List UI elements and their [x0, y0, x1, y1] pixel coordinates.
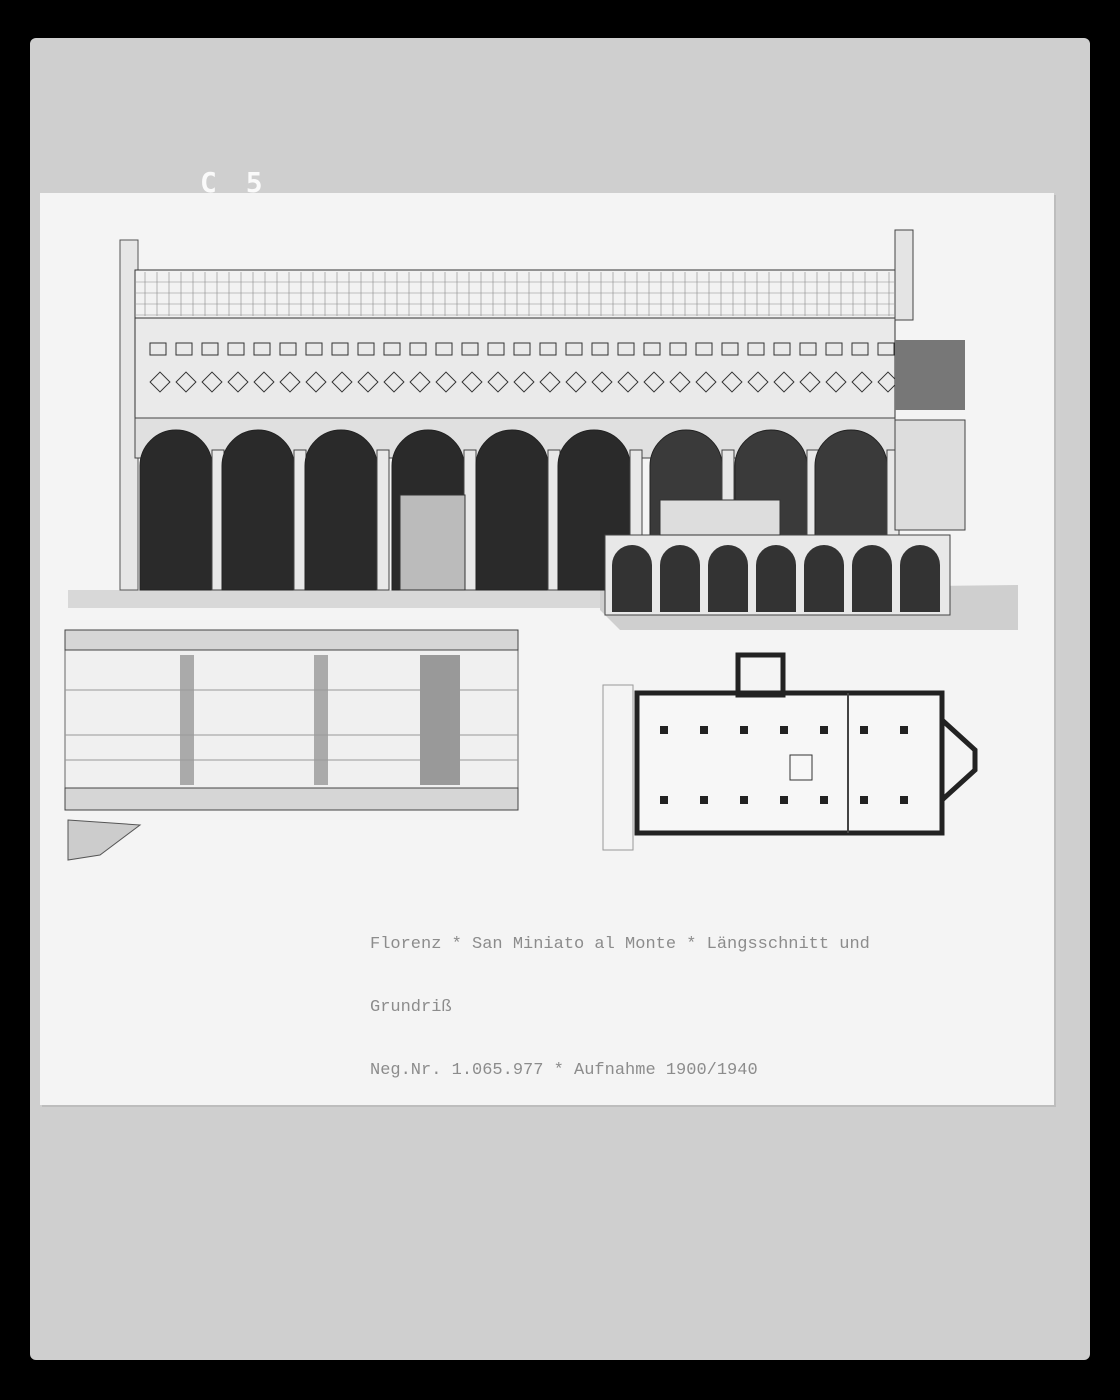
ceiling-plan	[64, 629, 519, 861]
caption-negative-number: Neg.Nr. 1.065.977 * Aufnahme 1900/1940	[370, 1061, 758, 1080]
longitudinal-section	[68, 229, 1018, 630]
caption: Florenz * San Miniato al Monte * Längssc…	[370, 892, 1030, 1102]
caption-title-line: Florenz * San Miniato al Monte * Längssc…	[370, 935, 870, 954]
caption-title-continuation: Grundriß	[370, 998, 452, 1017]
ground-plan	[602, 652, 978, 851]
